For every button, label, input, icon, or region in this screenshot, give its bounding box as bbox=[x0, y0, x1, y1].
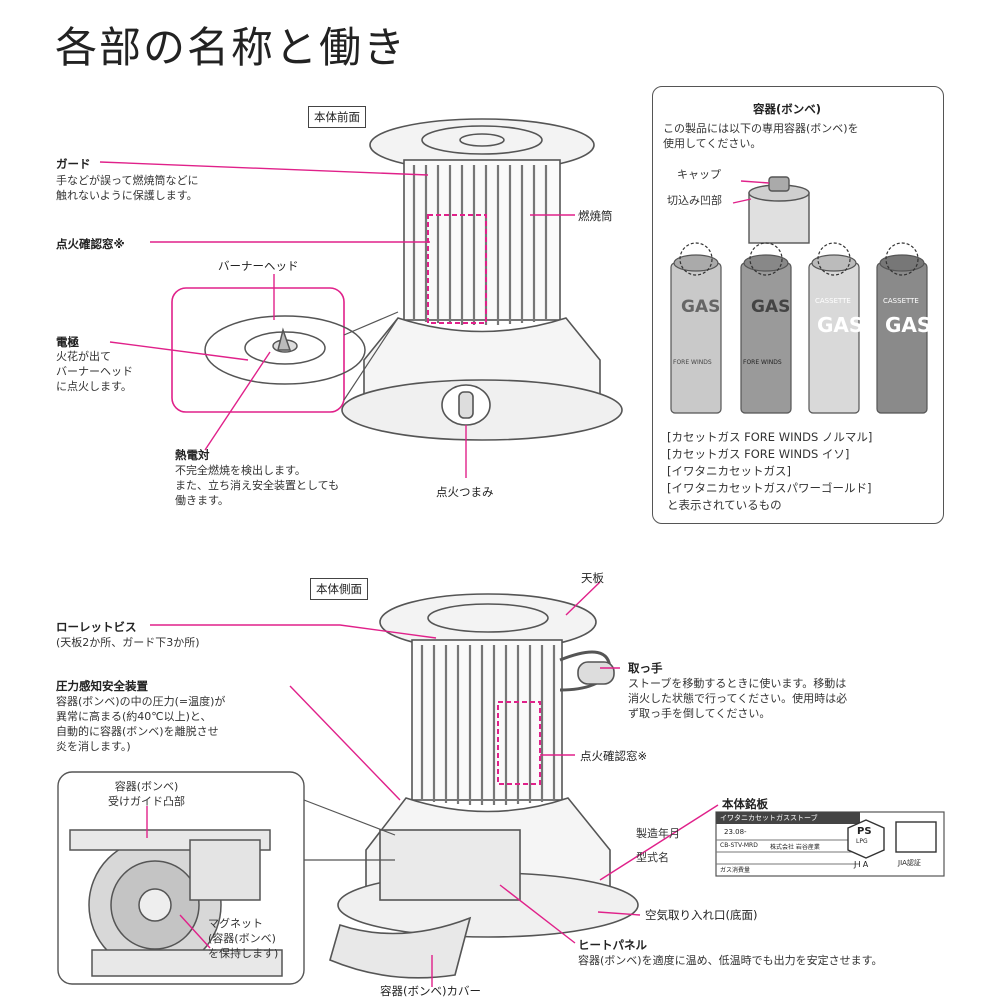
guard-label: ガード bbox=[56, 157, 91, 171]
heat-panel-label: ヒートパネル bbox=[578, 938, 647, 952]
nameplate-label: 本体銘板 bbox=[722, 797, 768, 811]
plate-date: 23.08- bbox=[724, 828, 747, 836]
handle-desc: ストーブを移動するときに使います。移動は 消火した状態で行ってください。使用時は… bbox=[628, 677, 848, 720]
side-heater bbox=[329, 593, 639, 979]
combustion-label: 燃焼筒 bbox=[578, 209, 613, 223]
plate-gas: ガス消費量 bbox=[720, 867, 751, 874]
side-window-label: 点火確認窓※ bbox=[580, 749, 648, 763]
plate-head: イワタニカセットガスストーブ bbox=[720, 814, 818, 822]
front-view-tag: 本体前面 bbox=[308, 106, 366, 128]
jia2-mark: JIA認証 bbox=[898, 859, 921, 867]
notch-label: 切込み凹部 bbox=[667, 194, 722, 207]
can-1-text: GAS bbox=[681, 297, 721, 317]
can-2-sub: FORE WINDS bbox=[743, 359, 782, 366]
lpg-mark: LPG bbox=[856, 838, 868, 845]
can-2-text: GAS bbox=[751, 297, 791, 317]
top-plate-label: 天板 bbox=[581, 571, 604, 585]
side-view-tag: 本体側面 bbox=[310, 578, 368, 600]
guide-label: 容器(ボンベ) 受けガイド凸部 bbox=[108, 780, 185, 808]
thermocouple-desc: 不完全燃焼を検出します。 また、立ち消え安全装置としても 働きます。 bbox=[175, 464, 340, 507]
thermocouple-label: 熱電対 bbox=[175, 448, 210, 462]
screw-label: ローレットビス bbox=[56, 620, 137, 634]
burner-detail bbox=[204, 315, 366, 385]
burner-detail-frame bbox=[171, 287, 345, 413]
can-3-sub: CASSETTE bbox=[815, 297, 851, 305]
guard-desc: 手などが誤って燃焼筒などに 触れないように保護します。 bbox=[56, 174, 199, 202]
side-callouts bbox=[146, 581, 719, 987]
cans-title: 容器(ボンベ) bbox=[753, 102, 822, 116]
pressure-label: 圧力感知安全装置 bbox=[56, 679, 148, 693]
can-4-sub: CASSETTE bbox=[883, 297, 919, 305]
front-heater bbox=[341, 118, 623, 441]
cans-intro: この製品には以下の専用容器(ボンベ)を 使用してください。 bbox=[663, 122, 859, 150]
magnet-label: マグネット (容器(ボンベ) を保持します) bbox=[208, 917, 279, 960]
cylinder-detail-frame bbox=[57, 771, 305, 985]
electrode-label: 電極 bbox=[56, 335, 79, 349]
cans-box: 容器(ボンベ) この製品には以下の専用容器(ボンベ)を 使用してください。 キャ… bbox=[652, 86, 944, 524]
handle-label: 取っ手 bbox=[628, 661, 663, 675]
front-window-label: 点火確認窓※ bbox=[56, 237, 125, 251]
front-callouts bbox=[99, 161, 575, 478]
heat-panel-desc: 容器(ボンベ)を適度に温め、低温時でも出力を安定させます。 bbox=[578, 954, 883, 967]
cap-detail bbox=[732, 176, 810, 244]
cylinder-detail bbox=[69, 829, 283, 977]
can-1 bbox=[670, 242, 722, 414]
ps-mark: PS bbox=[857, 826, 872, 837]
knob-label: 点火つまみ bbox=[436, 485, 494, 499]
page-title: 各部の名称と働き bbox=[55, 23, 408, 72]
year-label: 製造年月 bbox=[636, 827, 680, 840]
burner-head-label: バーナーヘッド bbox=[218, 259, 299, 273]
plate-model: CB-STV-MRD bbox=[720, 842, 758, 849]
pressure-desc: 容器(ボンベ)の中の圧力(=温度)が 異常に高まる(約40℃以上)と、 自動的に… bbox=[56, 695, 226, 753]
front-window-highlight bbox=[427, 214, 487, 324]
can-names: [カセットガス FORE WINDS ノルマル] [カセットガス FORE WI… bbox=[667, 430, 873, 512]
can-4-text: GAS bbox=[885, 313, 932, 337]
can-3 bbox=[808, 242, 860, 414]
model-label: 型式名 bbox=[636, 851, 669, 864]
screw-desc: (天板2か所、ガード下3か所) bbox=[56, 636, 200, 649]
cap-label: キャップ bbox=[677, 168, 721, 181]
can-4 bbox=[876, 242, 928, 414]
nameplate-graphic bbox=[715, 811, 945, 877]
electrode-desc: 火花が出て バーナーヘッド に点火します。 bbox=[56, 350, 133, 393]
cover-label: 容器(ボンベ)カバー bbox=[380, 984, 481, 998]
jia-mark: JIA bbox=[854, 860, 871, 869]
side-window-highlight bbox=[497, 701, 541, 785]
plate-maker: 株式会社 岩谷産業 bbox=[770, 844, 820, 851]
can-1-sub: FORE WINDS bbox=[673, 359, 712, 366]
can-3-text: GAS bbox=[817, 313, 864, 337]
air-intake-label: 空気取り入れ口(底面) bbox=[645, 908, 758, 922]
can-2 bbox=[740, 242, 792, 414]
